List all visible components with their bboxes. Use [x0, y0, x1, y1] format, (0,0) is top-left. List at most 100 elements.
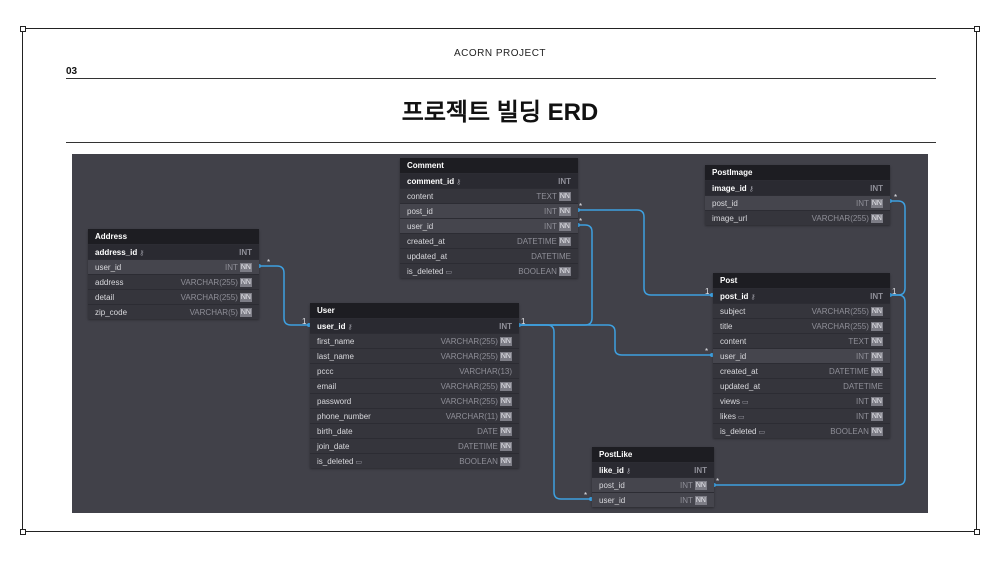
column-name: post_id — [599, 481, 625, 490]
column-type-cell: INT — [499, 319, 512, 333]
column-type: DATETIME — [531, 251, 571, 261]
column-name: user_id — [95, 263, 122, 272]
column-name: content — [720, 337, 747, 346]
column-type: VARCHAR(255) — [180, 277, 238, 287]
column-type-cell: VARCHAR(255)NN — [441, 379, 512, 393]
table-row[interactable]: comment_id⚷INT — [400, 173, 578, 188]
column-name: comment_id — [407, 177, 455, 186]
column-name: join_date — [317, 442, 350, 451]
table-header[interactable]: Comment — [400, 158, 578, 173]
not-null-badge: NN — [870, 336, 883, 346]
column-cell: user_id — [599, 493, 625, 507]
column-name: first_name — [317, 337, 355, 346]
column-type-cell: DATETIME — [843, 379, 883, 393]
column-type: INT — [679, 495, 693, 505]
table-row[interactable]: post_id⚷INT — [713, 288, 890, 303]
table-header[interactable]: User — [310, 303, 519, 318]
column-cell: first_name — [317, 334, 354, 348]
table-header[interactable]: Address — [88, 229, 259, 244]
table-header[interactable]: PostImage — [705, 165, 890, 180]
column-cell: password — [317, 394, 351, 408]
column-type: VARCHAR(255) — [811, 213, 869, 223]
column-cell: last_name — [317, 349, 354, 363]
column-name: birth_date — [317, 427, 353, 436]
key-icon: ⚷ — [625, 468, 632, 475]
column-type: INT — [694, 465, 707, 475]
table-row[interactable]: user_id⚷INT — [310, 318, 519, 333]
column-type: VARCHAR(11) — [445, 411, 498, 421]
top-divider — [66, 78, 936, 79]
relation-line-post-postlike — [714, 294, 906, 486]
column-cell: zip_code — [95, 305, 127, 319]
key-icon: ⚷ — [139, 250, 145, 257]
not-null-badge: NN — [558, 206, 571, 216]
table-row[interactable]: address_id⚷INT — [88, 244, 259, 259]
not-null-badge: NN — [499, 456, 512, 466]
column-type: VARCHAR(255) — [440, 336, 498, 346]
table-row[interactable]: image_id⚷INT — [705, 180, 890, 195]
comment-icon: ▭ — [742, 399, 749, 406]
table-row[interactable]: last_name VARCHAR(255)NN — [310, 348, 519, 363]
column-type: DATETIME — [517, 236, 557, 246]
column-type-cell: VARCHAR(255)NN — [441, 349, 512, 363]
not-null-badge: NN — [870, 306, 883, 316]
column-type: DATETIME — [458, 441, 498, 451]
column-name: post_id — [712, 199, 738, 208]
column-name: user_id — [720, 352, 747, 361]
cardinality-one: 1 — [892, 287, 897, 296]
table-header[interactable]: Post — [713, 273, 890, 288]
cardinality-many: * — [705, 347, 709, 356]
not-null-badge: NN — [499, 396, 512, 406]
table-row[interactable]: like_id⚷INT — [592, 462, 714, 477]
not-null-badge: NN — [499, 441, 512, 451]
column-type-cell: VARCHAR(13) — [459, 364, 512, 378]
column-type: INT — [543, 206, 557, 216]
column-type-cell: VARCHAR(11)NN — [446, 409, 512, 423]
column-type-cell: VARCHAR(255)NN — [181, 275, 252, 289]
table-header[interactable]: PostLike — [592, 447, 714, 462]
frame-corner — [20, 26, 26, 32]
